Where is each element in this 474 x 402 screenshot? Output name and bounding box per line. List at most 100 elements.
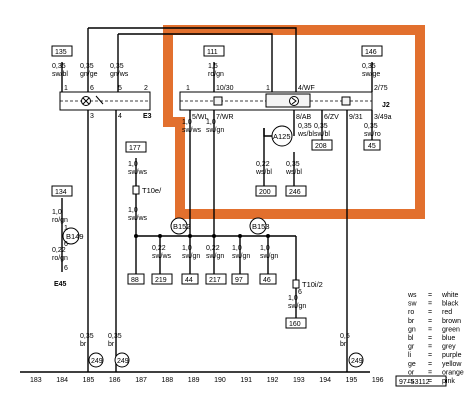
ref-box-219: 219 bbox=[155, 277, 167, 284]
legend-name: green bbox=[442, 326, 460, 333]
svg-text:1,0: 1,0 bbox=[260, 245, 270, 252]
legend-code: or bbox=[408, 369, 415, 376]
svg-text:0,35: 0,35 bbox=[286, 161, 300, 168]
svg-text:sw/ws: sw/ws bbox=[128, 169, 148, 176]
junction-dot-2 bbox=[212, 234, 216, 238]
t10i-connector bbox=[292, 279, 300, 289]
axis-label: 194 bbox=[319, 377, 331, 384]
ref-box-97: 97 bbox=[235, 277, 243, 284]
svg-text:6/ZV: 6/ZV bbox=[324, 114, 339, 121]
svg-text:1,5: 1,5 bbox=[208, 63, 218, 70]
ground-249-c-icon bbox=[348, 352, 364, 368]
svg-text:1,0: 1,0 bbox=[182, 245, 192, 252]
ref-boxes: 135 111 146 177 134 208 45 200 246 88 21… bbox=[51, 45, 383, 329]
b149-splice-icon bbox=[62, 227, 80, 245]
svg-text:br: br bbox=[340, 341, 347, 348]
svg-text:1: 1 bbox=[266, 85, 270, 92]
color-legend: ws=whitesw=blackro=redbr=browngn=greenbl… bbox=[407, 292, 464, 385]
svg-text:ws/bl: ws/bl bbox=[255, 169, 272, 176]
j2-diode-1 bbox=[213, 96, 223, 106]
b153-splice-icon bbox=[249, 217, 267, 235]
svg-text:ro/gn: ro/gn bbox=[208, 71, 224, 78]
legend-eq: = bbox=[428, 378, 432, 385]
svg-text:sw/gn: sw/gn bbox=[206, 127, 224, 134]
legend-eq: = bbox=[428, 369, 432, 376]
legend-eq: = bbox=[428, 352, 432, 359]
ref-box-88: 88 bbox=[131, 277, 139, 284]
axis-label: 183 bbox=[30, 377, 42, 384]
legend-code: gn bbox=[408, 326, 416, 333]
legend-code: li bbox=[408, 352, 412, 359]
ref-box-208: 208 bbox=[315, 143, 327, 150]
svg-text:6: 6 bbox=[64, 265, 68, 272]
svg-text:1: 1 bbox=[64, 225, 68, 232]
ref-box-146: 146 bbox=[365, 49, 377, 56]
legend-eq: = bbox=[428, 326, 432, 333]
axis-label: 188 bbox=[162, 377, 174, 384]
svg-text:1,0: 1,0 bbox=[232, 245, 242, 252]
axis-label: 191 bbox=[240, 377, 252, 384]
ref-box-177: 177 bbox=[129, 145, 141, 152]
svg-text:9/31: 9/31 bbox=[349, 114, 363, 121]
ref-box-134: 134 bbox=[55, 189, 67, 196]
highlight-frame bbox=[163, 25, 425, 219]
legend-code: br bbox=[408, 318, 415, 325]
ref-box-200: 200 bbox=[259, 189, 271, 196]
legend-eq: = bbox=[428, 335, 432, 342]
svg-text:1,0: 1,0 bbox=[128, 161, 138, 168]
legend-eq: = bbox=[428, 309, 432, 316]
e45-label: E45 bbox=[54, 281, 67, 288]
svg-text:0,35: 0,35 bbox=[110, 63, 124, 70]
legend-name: red bbox=[442, 309, 452, 316]
legend-name: purple bbox=[442, 352, 462, 359]
svg-text:sw/bl: sw/bl bbox=[314, 131, 330, 138]
ref-box-46: 46 bbox=[263, 277, 271, 284]
a125-label: A125 bbox=[273, 132, 291, 141]
ref-box-135-frame bbox=[51, 45, 73, 57]
svg-text:2/75: 2/75 bbox=[374, 85, 388, 92]
doc-number: 97–53112 bbox=[399, 379, 430, 386]
svg-text:10/30: 10/30 bbox=[216, 85, 234, 92]
svg-text:5/WL: 5/WL bbox=[192, 114, 208, 121]
legend-eq: = bbox=[428, 318, 432, 325]
j2-flasher-arrow-icon bbox=[291, 97, 297, 105]
ref-box-135: 135 bbox=[55, 49, 67, 56]
legend-eq: = bbox=[428, 361, 432, 368]
junction-dot-5 bbox=[266, 234, 270, 238]
svg-text:sw/gn: sw/gn bbox=[260, 253, 278, 260]
svg-text:0,35: 0,35 bbox=[314, 123, 328, 130]
legend-name: brown bbox=[442, 318, 461, 325]
doc-number-frame bbox=[395, 375, 447, 387]
ref-box-45: 45 bbox=[368, 143, 376, 150]
e3-switch-contact bbox=[95, 95, 104, 105]
b152-splice-icon bbox=[170, 217, 188, 235]
ref-box-160: 160 bbox=[289, 321, 301, 328]
j2-core bbox=[265, 93, 311, 108]
component-j2: J2 bbox=[179, 91, 390, 111]
ref-box-217: 217 bbox=[209, 277, 221, 284]
svg-text:0,35: 0,35 bbox=[52, 63, 66, 70]
svg-text:6: 6 bbox=[298, 289, 302, 296]
svg-text:0,35: 0,35 bbox=[364, 123, 378, 130]
ground-249-b-icon bbox=[114, 352, 130, 368]
svg-text:0,35: 0,35 bbox=[108, 333, 122, 340]
axis-label: 196 bbox=[372, 377, 384, 384]
svg-text:sw/bl: sw/bl bbox=[52, 71, 68, 78]
svg-text:4: 4 bbox=[118, 113, 122, 120]
svg-text:0,35: 0,35 bbox=[362, 63, 376, 70]
axis-label: 184 bbox=[56, 377, 68, 384]
ground-249-c: 249 bbox=[351, 358, 363, 365]
ref-box-44: 44 bbox=[185, 277, 193, 284]
ref-box-246: 246 bbox=[289, 189, 301, 196]
svg-text:sw/gn: sw/gn bbox=[288, 303, 306, 310]
e3-lamp-cross-icon bbox=[82, 97, 90, 105]
svg-text:7/WR: 7/WR bbox=[216, 114, 234, 121]
svg-text:5: 5 bbox=[118, 85, 122, 92]
svg-text:sw/ws: sw/ws bbox=[182, 127, 202, 134]
junction-dot-1 bbox=[188, 234, 192, 238]
svg-text:0,22: 0,22 bbox=[206, 245, 220, 252]
svg-text:sw/gn: sw/gn bbox=[232, 253, 250, 260]
svg-text:0,35: 0,35 bbox=[80, 63, 94, 70]
svg-text:4/WF: 4/WF bbox=[298, 85, 315, 92]
wire-gnws-cross bbox=[118, 33, 273, 92]
